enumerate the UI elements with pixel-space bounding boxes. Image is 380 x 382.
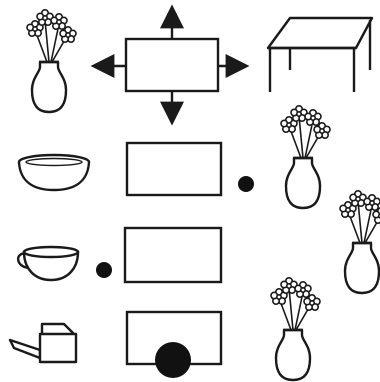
watering-can-icon bbox=[10, 324, 76, 362]
row-bowl bbox=[19, 106, 330, 208]
table-icon bbox=[268, 18, 372, 92]
small-dot bbox=[96, 262, 112, 278]
example-row bbox=[27, 10, 372, 116]
small-dot bbox=[238, 176, 254, 192]
row-teacup bbox=[18, 191, 380, 293]
teacup-icon bbox=[18, 247, 78, 280]
bowl-icon bbox=[19, 155, 89, 190]
answer-box bbox=[127, 143, 221, 195]
row-watering-can bbox=[10, 278, 320, 380]
vase-with-flowers-icon bbox=[27, 10, 76, 112]
vase-with-flowers-icon bbox=[281, 106, 330, 208]
rectangle-with-four-arrows bbox=[100, 14, 240, 116]
vase-with-flowers-icon bbox=[340, 191, 380, 293]
large-dot bbox=[155, 342, 191, 378]
vase-with-flowers-icon bbox=[271, 278, 320, 380]
answer-box bbox=[125, 228, 221, 282]
